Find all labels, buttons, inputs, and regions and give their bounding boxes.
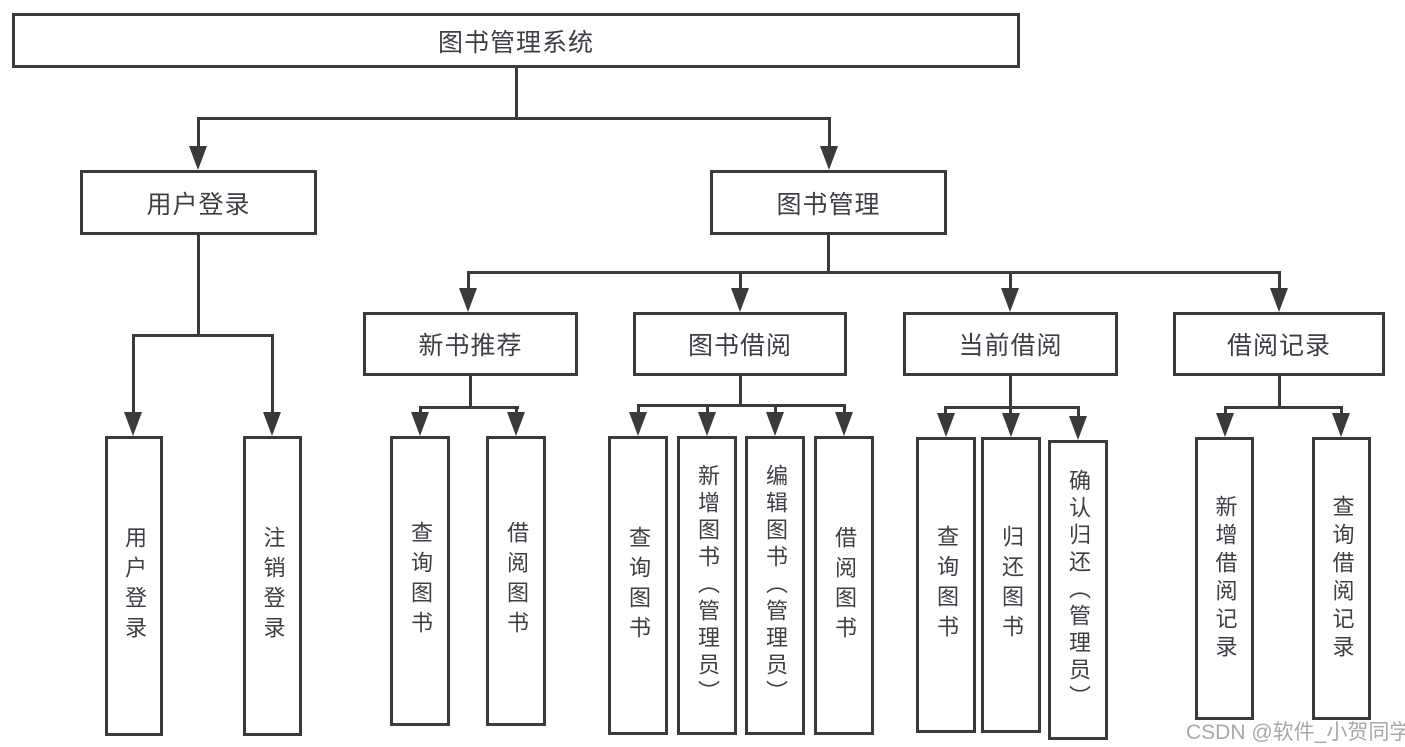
leaf-br-query-record: 查询借阅记录	[1312, 437, 1371, 720]
connector-arrowhead	[263, 412, 281, 436]
connector-arrowhead	[766, 412, 784, 436]
leaf-cb-query-books-label: 查询图书	[934, 525, 959, 645]
leaf-br-add-record: 新增借阅记录	[1195, 437, 1254, 720]
connector-line	[1278, 376, 1281, 409]
connector-line	[1340, 406, 1343, 418]
leaf-user-login: 用户登录	[105, 436, 163, 736]
leaf-logout: 注销登录	[243, 436, 302, 736]
leaf-bb-query-books: 查询图书	[608, 436, 668, 735]
leaf-bb-query-books-label: 查询图书	[626, 525, 651, 646]
node-library-system: 图书管理系统	[12, 13, 1020, 68]
connector-line	[827, 235, 830, 274]
connector-line	[467, 271, 470, 293]
connector-arrowhead	[411, 412, 429, 436]
connector-arrowhead	[820, 146, 838, 170]
connector-line	[197, 117, 200, 150]
connector-arrowhead	[1332, 413, 1350, 437]
node-user-login: 用户登录	[80, 170, 317, 235]
connector-line	[467, 271, 1281, 274]
leaf-nbr-borrow-books: 借阅图书	[486, 436, 546, 726]
connector-arrowhead	[698, 412, 716, 436]
connector-arrowhead	[124, 412, 142, 436]
connector-arrowhead	[731, 288, 749, 312]
connector-line	[1278, 271, 1281, 293]
leaf-cb-query-books: 查询图书	[916, 437, 976, 733]
leaf-nbr-query-books: 查询图书	[390, 436, 450, 726]
leaf-logout-label: 注销登录	[260, 526, 286, 646]
connector-line	[419, 406, 519, 409]
connector-line	[944, 406, 947, 418]
leaf-br-query-record-label: 查询借阅记录	[1329, 494, 1355, 663]
node-borrowing-records: 借阅记录	[1173, 312, 1385, 376]
connector-line	[197, 235, 200, 336]
connector-line	[1224, 406, 1227, 418]
connector-arrowhead	[189, 146, 207, 170]
leaf-bb-add-books-admin: 新增图书（管理员）	[677, 436, 737, 735]
leaf-br-add-record-label: 新增借阅记录	[1212, 494, 1238, 663]
connector-arrowhead	[1002, 413, 1020, 437]
leaf-bb-borrow-books: 借阅图书	[814, 436, 874, 735]
connector-line	[469, 376, 472, 408]
connector-line	[132, 334, 135, 414]
connector-arrowhead	[1216, 413, 1234, 437]
connector-line	[944, 406, 1080, 409]
node-user-login-label: 用户登录	[146, 190, 251, 219]
csdn-watermark: CSDN @软件_小贺同学	[1186, 721, 1405, 744]
connector-line	[197, 117, 831, 120]
leaf-cb-confirm-return-admin: 确认归还（管理员）	[1048, 440, 1108, 740]
node-new-book-recommend-label: 新书推荐	[418, 332, 523, 360]
leaf-cb-return-books: 归还图书	[981, 437, 1041, 733]
connector-line	[739, 271, 742, 293]
connector-arrowhead	[629, 412, 647, 436]
node-book-borrowing: 图书借阅	[633, 312, 847, 376]
leaf-bb-edit-books-admin-label: 编辑图书（管理员）	[763, 464, 788, 707]
connector-line	[1224, 406, 1343, 409]
leaf-nbr-borrow-books-label: 借阅图书	[504, 521, 529, 641]
node-current-borrowing-label: 当前借阅	[958, 332, 1063, 360]
node-book-management-label: 图书管理	[776, 190, 881, 219]
connector-arrowhead	[459, 288, 477, 312]
leaf-bb-borrow-books-label: 借阅图书	[832, 525, 857, 646]
connector-line	[843, 404, 846, 416]
node-book-management: 图书管理	[710, 170, 947, 235]
connector-arrowhead	[937, 413, 955, 437]
node-library-system-label: 图书管理系统	[437, 28, 594, 57]
leaf-cb-confirm-return-admin-label: 确认归还（管理员）	[1066, 468, 1091, 712]
connector-line	[739, 376, 742, 407]
leaf-bb-add-books-admin-label: 新增图书（管理员）	[695, 464, 720, 707]
connector-line	[828, 117, 831, 150]
node-borrowing-records-label: 借阅记录	[1226, 332, 1331, 360]
leaf-user-login-label: 用户登录	[122, 526, 147, 646]
connector-line	[1077, 406, 1080, 418]
leaf-cb-return-books-label: 归还图书	[999, 525, 1024, 645]
connector-line	[637, 404, 640, 416]
connector-line	[1009, 406, 1012, 418]
connector-arrowhead	[507, 412, 525, 436]
connector-line	[1009, 271, 1012, 293]
node-book-borrowing-label: 图书借阅	[687, 332, 792, 360]
connector-line	[132, 334, 274, 337]
connector-line	[774, 404, 777, 416]
node-new-book-recommend: 新书推荐	[363, 312, 578, 376]
connector-arrowhead	[1270, 288, 1288, 312]
leaf-bb-edit-books-admin: 编辑图书（管理员）	[745, 436, 805, 735]
connector-arrowhead	[1001, 288, 1019, 312]
connector-line	[637, 404, 846, 407]
connector-line	[706, 404, 709, 416]
connector-line	[515, 68, 518, 119]
connector-line	[271, 334, 274, 414]
node-current-borrowing: 当前借阅	[903, 312, 1118, 376]
connector-arrowhead	[835, 412, 853, 436]
connector-arrowhead	[1069, 416, 1087, 440]
connector-line	[1009, 376, 1012, 409]
leaf-nbr-query-books-label: 查询图书	[408, 521, 433, 641]
